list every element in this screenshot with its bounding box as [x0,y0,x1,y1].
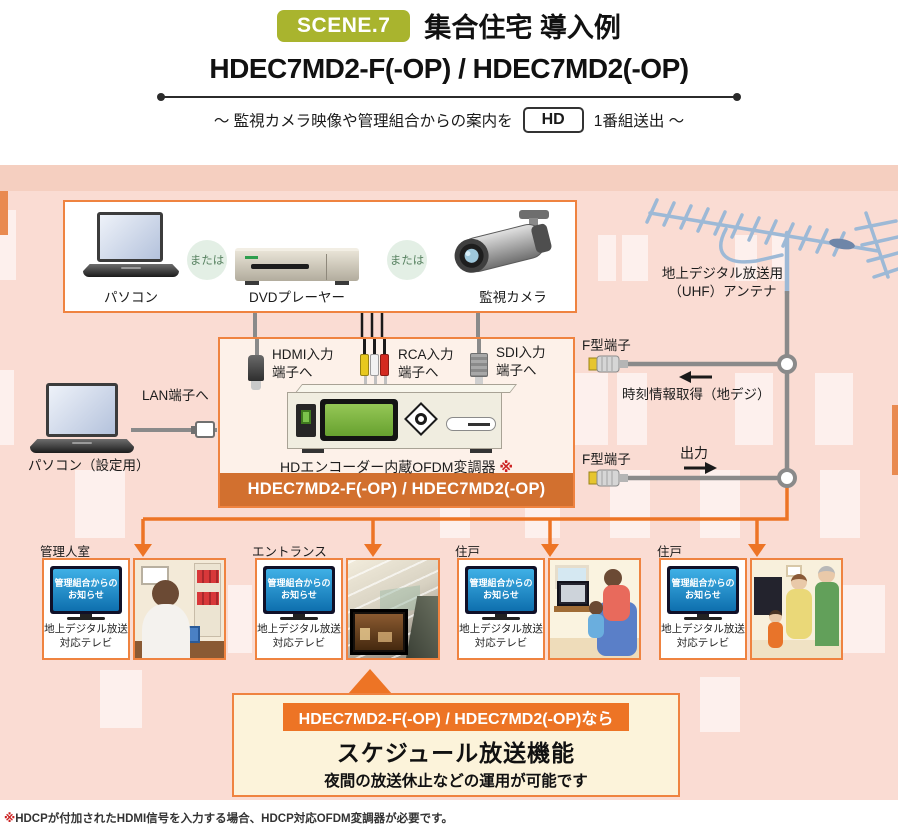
tv-screen-message: 管理組合からの お知らせ [468,569,534,611]
encoder-model-banner: HDEC7MD2-F(-OP) / HDEC7MD2(-OP) [220,473,573,506]
junction-nodes [777,354,797,488]
f-connector-top-icon [588,355,628,373]
room-label-unit-1: 住戸 [455,545,481,559]
video-sources-box: パソコン または DVDプレーヤー または [63,200,577,313]
or-badge: または [187,240,227,280]
tv-stand-icon [293,614,305,617]
device-dpad-icon [404,402,438,436]
or-badge: または [387,240,427,280]
footnote: ※HDCPが付加されたHDMI信号を入力する場合、HDCP対応OFDM変調器が必… [4,810,453,826]
tv-stand-icon [80,614,92,617]
time-sync-label: 時刻情報取得（地デジ） [622,387,771,402]
time-sync-arrow-icon [679,371,712,383]
hdmi-input-label: HDMI入力 端子へ [272,347,334,380]
tv-icon: 管理組合からの お知らせ [465,566,537,614]
tv-base-icon [482,617,520,620]
output-label: 出力 [680,445,708,461]
tv-box: 管理組合からの お知らせ 地上デジタル放送 対応テレビ [457,558,545,660]
tv-caption: 地上デジタル放送 対応テレビ [257,623,341,649]
camera-label: 監視カメラ [479,290,547,305]
tv-icon: 管理組合からの お知らせ [263,566,335,614]
tv-icon: 管理組合からの お知らせ [50,566,122,614]
device-caption-note-mark: ※ [499,459,513,475]
callout-title: スケジュール放送機能 [336,740,576,766]
pc-label: パソコン [104,290,158,305]
device-caption: HDエンコーダー内蔵OFDM変調器 ※ [220,457,573,477]
rca-plug-white-icon [370,354,379,385]
f-connector-top-label: F型端子 [582,338,631,353]
encoder-box: HDMI入力 端子へ RCA入力 端子へ SDI入力 端子へ HDエンコーダー内… [218,337,575,508]
scene-living-room-illustration [548,558,641,660]
footnote-text: HDCPが付加されたHDMI信号を入力する場合、HDCP対応OFDM変調器が必要… [15,813,453,825]
header: SCENE.7 集合住宅 導入例 [0,0,898,45]
scene-manager-room-illustration [133,558,226,660]
tv-box: 管理組合からの お知らせ 地上デジタル放送 対応テレビ [659,558,747,660]
lan-connector-icon [191,421,215,438]
building-band [0,165,898,191]
tv-caption: 地上デジタル放送 対応テレビ [459,623,543,649]
tv-icon: 管理組合からの お知らせ [667,566,739,614]
scene-entrance-photo [346,558,440,660]
config-pc-icon [30,383,134,453]
sdi-input-label: SDI入力 端子へ [496,345,546,378]
device-slot-icon [446,417,496,431]
room-label-entrance: エントランス [252,545,327,559]
tv-caption: 地上デジタル放送 対応テレビ [661,623,745,649]
installation-diagram: パソコン または DVDプレーヤー または [0,165,898,800]
modulator-device-icon [287,392,502,449]
device-caption-text: HDエンコーダー内蔵OFDM変調器 [280,459,496,475]
callout-pointer-icon [348,669,392,694]
antenna-label: 地上デジタル放送用 （UHF）アンテナ [661,266,784,299]
tv-screen-message: 管理組合からの お知らせ [53,569,119,611]
schedule-feature-callout: HDEC7MD2-F(-OP) / HDEC7MD2(-OP)なら スケジュール… [232,693,680,797]
subtitle: ～ 監視カメラ映像や管理組合からの案内を HD 1番組送出 ～ [0,107,898,133]
room-label-unit-2: 住戸 [657,545,683,559]
scene-badge: SCENE.7 [277,9,411,42]
rca-plug-yellow-icon [360,354,369,385]
tv-base-icon [684,617,722,620]
dvd-label: DVDプレーヤー [248,290,345,305]
tv-base-icon [280,617,318,620]
rca-input-label: RCA入力 端子へ [398,347,454,380]
callout-model-banner: HDEC7MD2-F(-OP) / HDEC7MD2(-OP)なら [282,703,630,731]
footnote-mark: ※ [4,813,16,825]
pc-icon [83,212,179,278]
device-lcd-screen [320,399,398,441]
hd-badge: HD [522,107,584,133]
surveillance-camera-icon [454,210,552,273]
callout-description: 夜間の放送休止などの運用が可能です [324,773,588,790]
dvd-player-icon [235,248,359,285]
sdi-plug-icon [470,353,488,385]
divider [157,93,741,101]
tv-base-icon [67,617,105,620]
tv-stand-icon [697,614,709,617]
power-button-icon [296,404,316,437]
subtitle-prefix: ～ 監視カメラ映像や管理組合からの案内を [213,113,513,130]
tv-screen-message: 管理組合からの お知らせ [266,569,332,611]
rca-plug-red-icon [380,354,389,385]
room-label-manager: 管理人室 [40,545,91,559]
f-connector-bottom-label: F型端子 [582,452,631,467]
config-pc-label: パソコン（設定用） [28,458,150,473]
lan-label: LAN端子へ [142,388,209,403]
subtitle-suffix: 1番組送出 ～ [593,113,685,130]
tv-box: 管理組合からの お知らせ 地上デジタル放送 対応テレビ [255,558,343,660]
page-title: 集合住宅 導入例 [424,13,621,43]
hdmi-plug-icon [248,355,264,390]
uhf-antenna-illustration [645,198,898,296]
tv-box: 管理組合からの お知らせ 地上デジタル放送 対応テレビ [42,558,130,660]
tv-stand-icon [495,614,507,617]
tv-screen-message: 管理組合からの お知らせ [670,569,736,611]
tv-caption: 地上デジタル放送 対応テレビ [44,623,128,649]
rca-cables [360,313,384,337]
product-title: HDEC7MD2-F(-OP) / HDEC7MD2(-OP) [209,53,689,84]
scene-family-room-illustration [750,558,843,660]
